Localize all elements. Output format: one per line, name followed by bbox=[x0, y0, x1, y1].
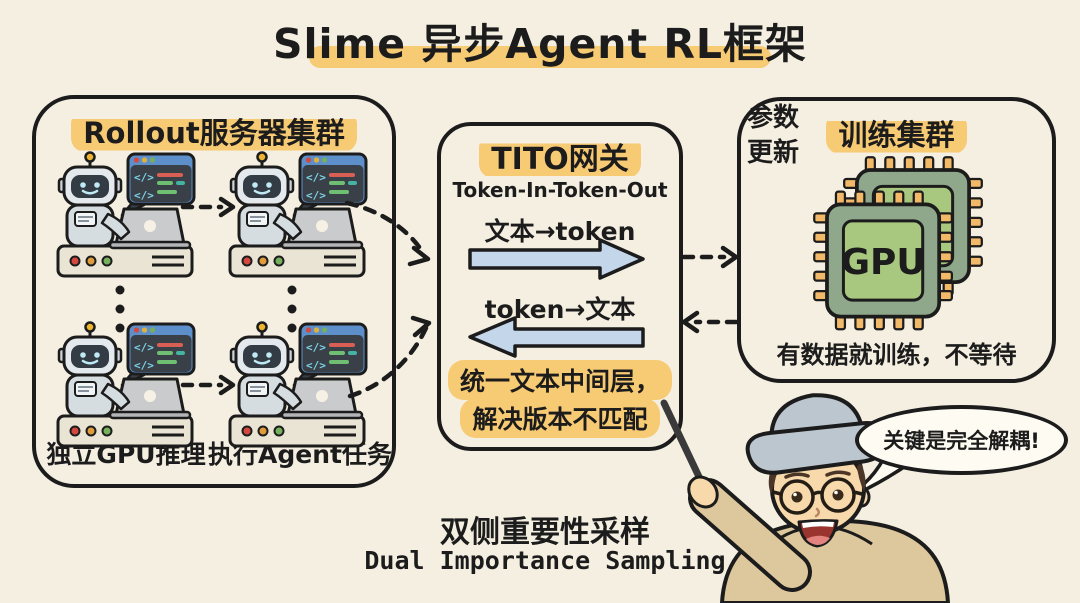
hair-side-left bbox=[768, 466, 777, 494]
rollout-box-title-row: Rollout服务器集群 bbox=[36, 110, 392, 152]
training-cluster-box: 训练集群 参数 更新 有数据就训练，不等待 bbox=[737, 97, 1056, 383]
page-title-wrap: Slime 异步Agent RL框架 bbox=[0, 10, 1080, 70]
nose bbox=[814, 507, 820, 518]
label-execute-agent-tasks: 执行Agent任务 bbox=[208, 440, 392, 469]
footer-chinese: 双侧重要性采样 bbox=[440, 515, 650, 550]
speech-bubble-text: 关键是完全解耦! bbox=[883, 429, 1040, 453]
arrow-curve-top-head bbox=[407, 245, 431, 267]
arrow-right-mid-head bbox=[681, 310, 700, 334]
training-box-title-row: 训练集群 bbox=[741, 112, 1052, 154]
tongue bbox=[806, 535, 830, 545]
text-to-token-label: 文本→token bbox=[484, 217, 636, 246]
glasses-icon bbox=[772, 477, 863, 515]
eyebrow-left bbox=[784, 472, 810, 479]
eye-left bbox=[791, 491, 803, 503]
hair-side-right bbox=[857, 464, 866, 492]
tito-box-title-row: TITO网关 bbox=[441, 134, 679, 178]
face bbox=[770, 443, 866, 535]
eye-right bbox=[832, 489, 844, 501]
eye-glint-right bbox=[834, 490, 838, 495]
mouth bbox=[797, 519, 839, 548]
hood-fold bbox=[767, 525, 873, 548]
ear bbox=[853, 486, 871, 508]
page-title: Slime 异步Agent RL框架 bbox=[272, 20, 808, 68]
param-update-line1: 参数 bbox=[746, 103, 799, 133]
tito-box-title: TITO网关 bbox=[479, 134, 641, 178]
title-highlight-bar bbox=[309, 46, 771, 68]
arrow-curve-bottom-head bbox=[410, 315, 432, 338]
token-to-text-label: token→文本 bbox=[484, 295, 636, 324]
label-independent-gpu-inference: 独立GPU推理 bbox=[46, 440, 206, 469]
tito-note-line1-row: 统一文本中间层， bbox=[441, 360, 679, 400]
tito-subtitle: Token-In-Token-Out bbox=[452, 178, 668, 202]
speech-bubble: 关键是完全解耦! bbox=[855, 405, 1068, 475]
tito-note-line1: 统一文本中间层， bbox=[447, 360, 672, 400]
eye-glint-left bbox=[793, 492, 797, 497]
tito-gateway-box: TITO网关 Token-In-Token-Out 文本→token token… bbox=[437, 122, 683, 451]
teeth bbox=[802, 521, 834, 528]
param-update-label: 参数 更新 bbox=[741, 101, 805, 171]
param-update-line2: 更新 bbox=[746, 138, 799, 169]
tito-note-line2: 解决版本不匹配 bbox=[460, 398, 660, 438]
training-note: 有数据就训练，不等待 bbox=[776, 341, 1017, 369]
arrow-mid-right-head bbox=[720, 245, 739, 269]
eyebrow-right bbox=[825, 470, 851, 477]
footer-english: Dual Importance Sampling bbox=[364, 546, 726, 575]
rollout-cluster-box: Rollout服务器集群 独立GPU推理 执行Agent任务 bbox=[32, 95, 396, 488]
tito-note-line2-row: 解决版本不匹配 bbox=[441, 398, 679, 438]
hair-fringe bbox=[771, 436, 864, 473]
rollout-box-title: Rollout服务器集群 bbox=[71, 110, 357, 152]
training-box-title: 训练集群 bbox=[826, 112, 967, 154]
